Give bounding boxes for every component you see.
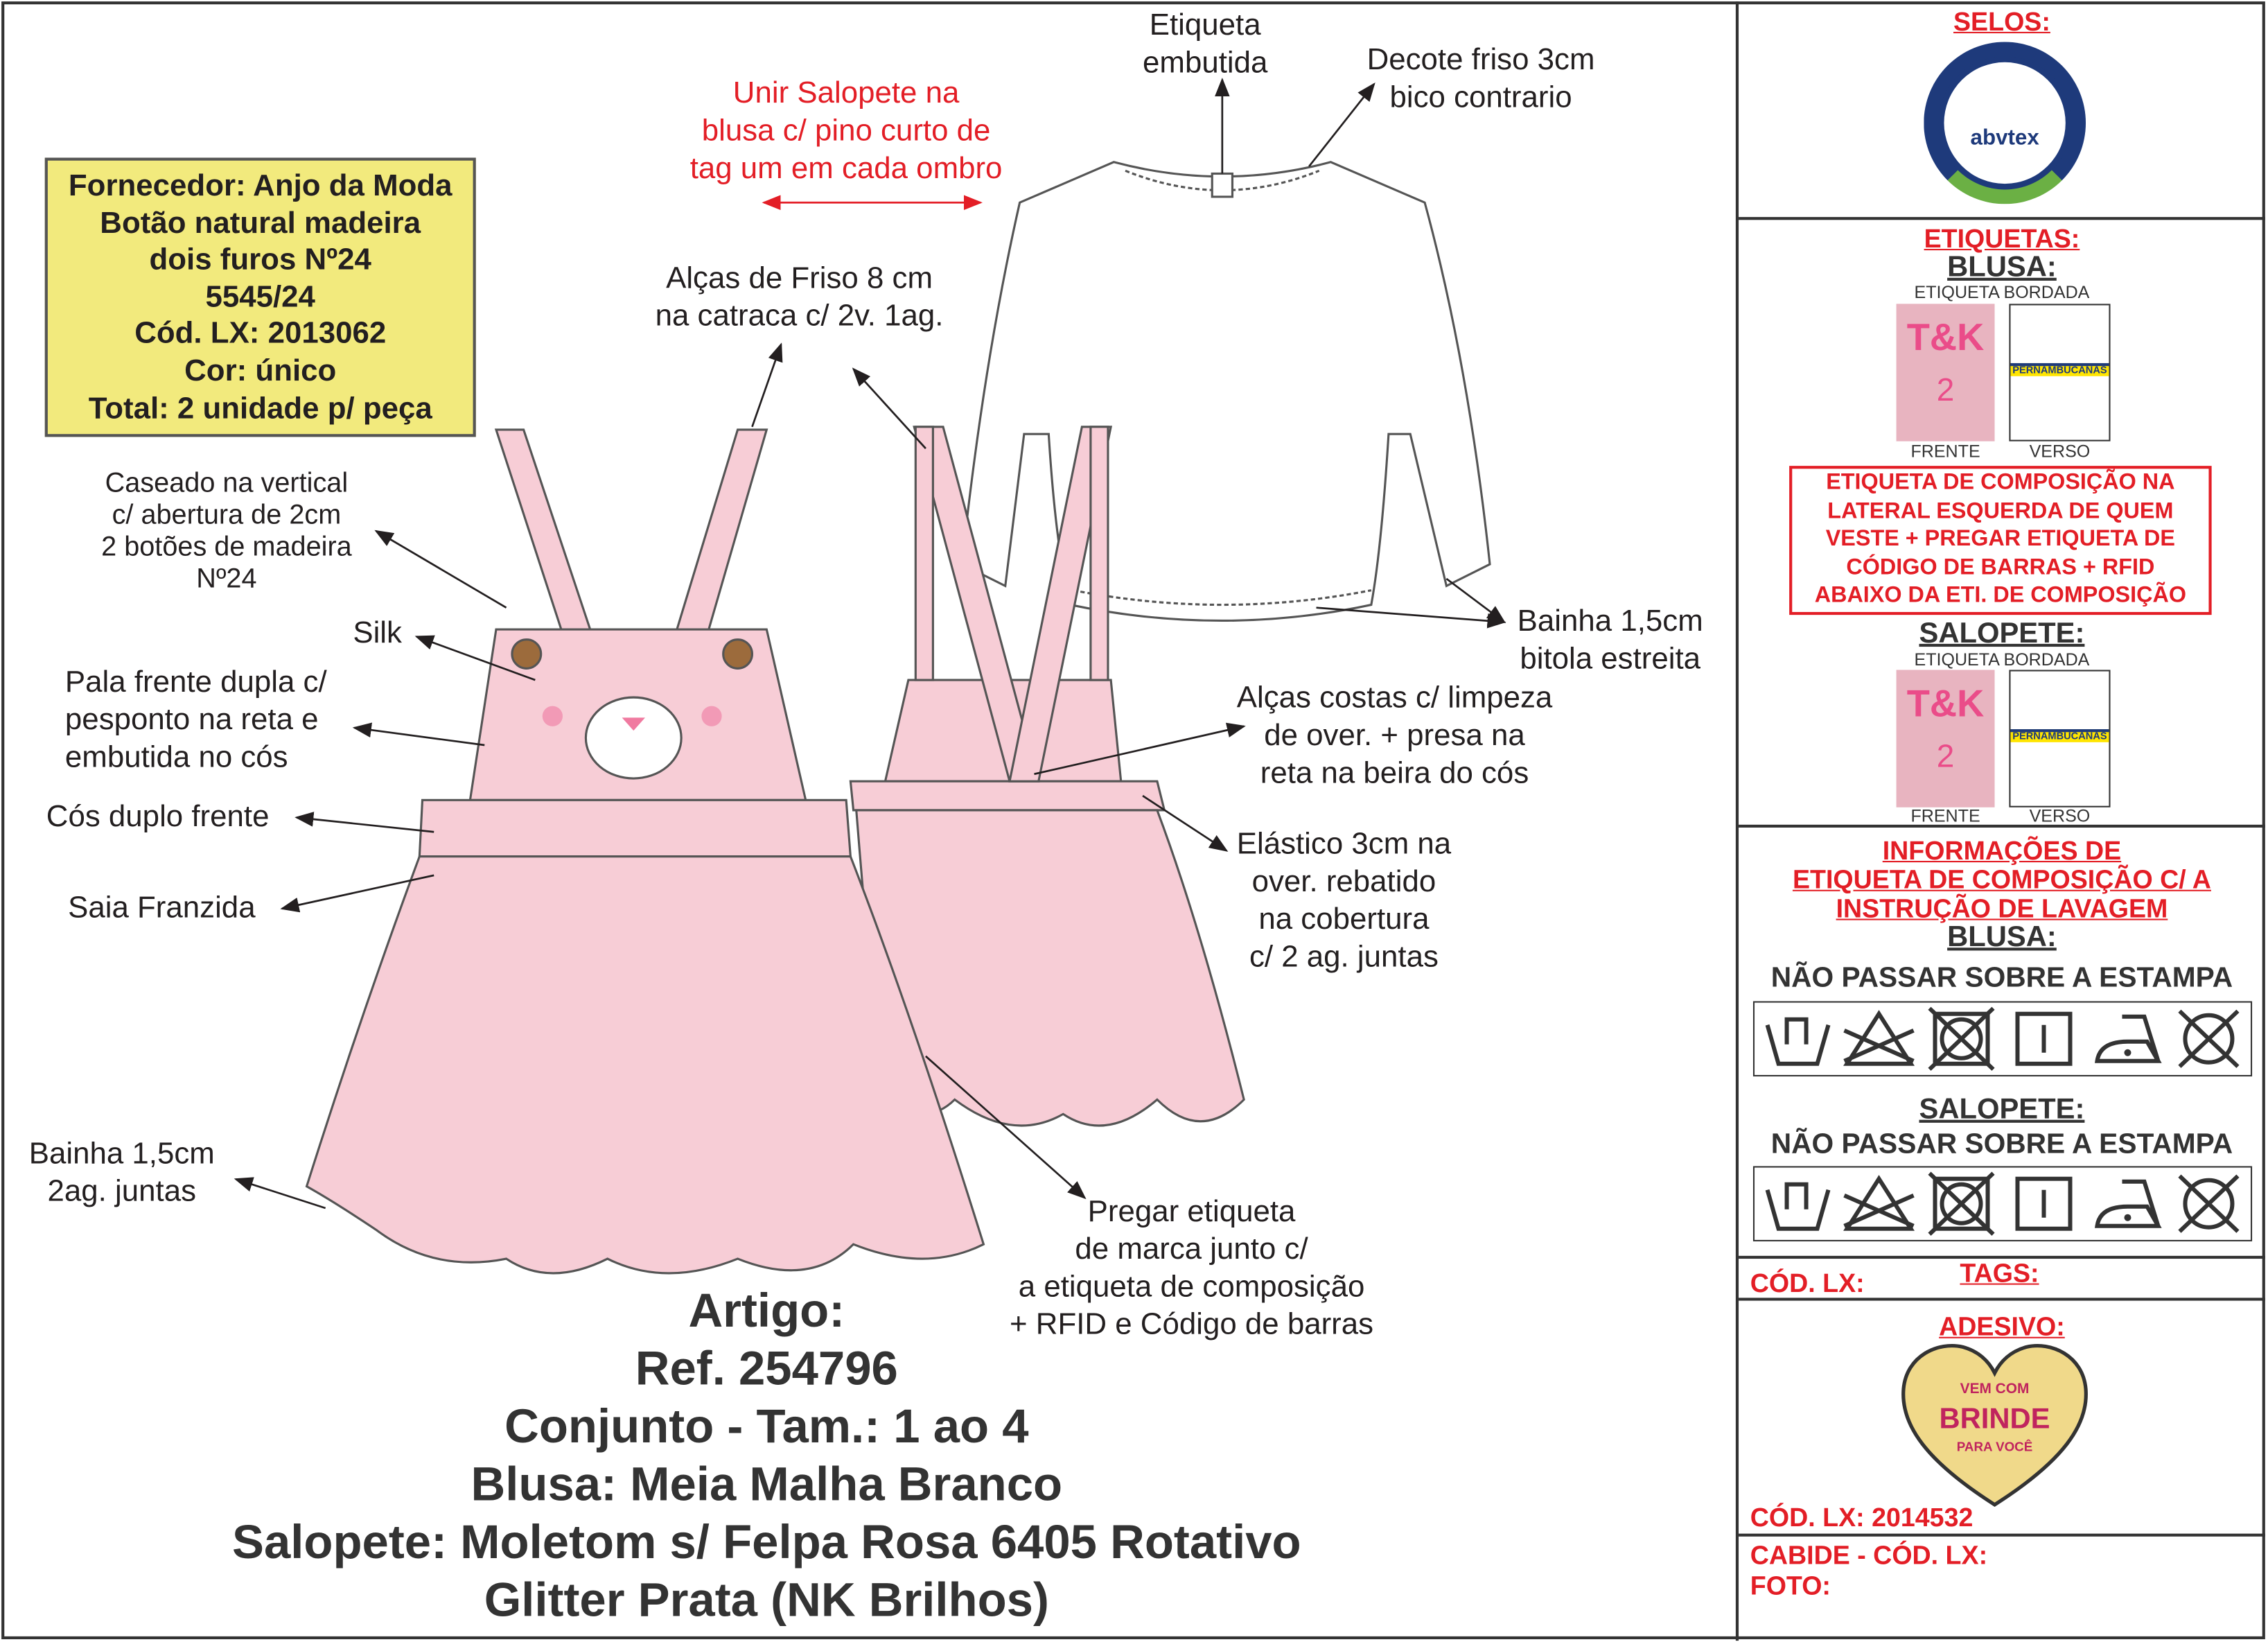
sticker-text: VEM COM	[1960, 1381, 2030, 1397]
blouse-drawing	[960, 161, 1491, 622]
line-dry-icon	[2015, 1011, 2073, 1066]
care-symbols-blusa	[1752, 1001, 2253, 1077]
tags-cod-lx: CÓD. LX:	[1750, 1268, 1865, 1298]
care-warning: NÃO PASSAR SOBRE A ESTAMPA	[1770, 962, 2233, 995]
note-silk: Silk	[353, 616, 402, 650]
do-not-bleach-icon	[1843, 1175, 1915, 1231]
line-dry-icon	[2015, 1176, 2073, 1231]
supplier-line: Fornecedor: Anjo da Moda	[68, 169, 452, 203]
abvtex-seal: abvtex	[1924, 42, 2086, 204]
tags-heading: TAGS:	[1960, 1259, 2039, 1288]
supplier-line: Botão natural madeira	[100, 206, 421, 240]
salopete-front-drawing	[305, 428, 985, 1275]
annotation-leaders	[234, 78, 1506, 1209]
adesivo-cod-lx: CÓD. LX: 2014532	[1750, 1503, 1973, 1532]
brand-label-back: PERNAMBUCANAS	[2009, 304, 2111, 442]
note-cos: Cós duplo frente	[46, 800, 270, 834]
section-tags	[1739, 1255, 2265, 1298]
do-not-dry-clean-icon	[2179, 1174, 2240, 1233]
supplier-line: Cód. LX: 2013062	[134, 317, 387, 351]
supplier-info-box: Fornecedor: Anjo da Moda Botão natural m…	[44, 157, 476, 437]
salopete-heading: SALOPETE:	[1919, 1094, 2085, 1126]
do-not-dry-clean-icon	[2179, 1009, 2240, 1068]
iron-low-icon	[2095, 1179, 2163, 1228]
note-saia: Saia Franzida	[68, 891, 256, 925]
supplier-line: Cor: único	[184, 354, 337, 388]
salopete-back-drawing	[849, 426, 1245, 1127]
iron-low-icon	[2095, 1014, 2163, 1063]
care-warning: NÃO PASSAR SOBRE A ESTAMPA	[1770, 1128, 2233, 1161]
garment-drawings	[234, 78, 1506, 1275]
section-adesivo: ADESIVO:	[1739, 1298, 2265, 1533]
care-symbols-salopete	[1752, 1166, 2253, 1241]
section-selos: SELOS: abvtex	[1739, 3, 2265, 217]
hand-wash-icon	[1764, 1182, 1830, 1231]
brinde-heart-sticker: VEM COM BRINDE PARA VOCÊ	[1901, 1344, 2088, 1507]
cabide-cod-lx: CABIDE - CÓD. LX:	[1750, 1541, 1988, 1570]
supplier-line: 5545/24	[205, 280, 315, 314]
section-cabide	[1739, 1533, 2265, 1639]
do-not-tumble-dry-icon	[1928, 1006, 1995, 1071]
foto-label: FOTO:	[1750, 1571, 1831, 1600]
panel-divider	[1735, 1, 1739, 1641]
do-not-tumble-dry-icon	[1928, 1171, 1995, 1236]
supplier-line: Total: 2 unidade p/ peça	[88, 391, 432, 425]
sticker-text: BRINDE	[1940, 1401, 2050, 1434]
do-not-bleach-icon	[1843, 1010, 1915, 1066]
hand-wash-icon	[1764, 1017, 1830, 1066]
sticker-text: PARA VOCÊ	[1957, 1440, 2032, 1454]
supplier-line: dois furos Nº24	[149, 243, 371, 277]
brand-label-back: PERNAMBUCANAS	[2009, 670, 2111, 807]
section-care-info: INFORMAÇÕES DE ETIQUETA DE COMPOSIÇÃO C/…	[1739, 824, 2265, 1256]
